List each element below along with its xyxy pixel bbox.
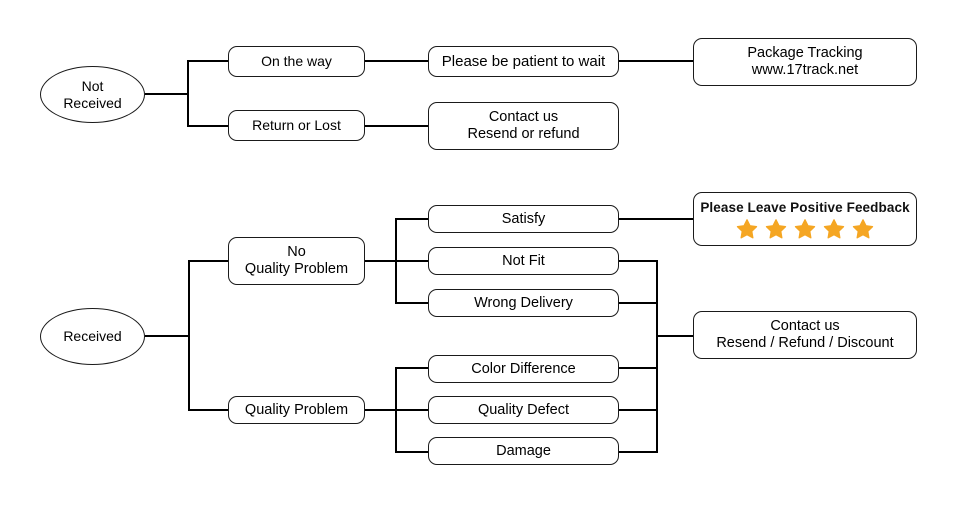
node-contact-resend-refund-label: Contact us Resend or refund [467, 109, 580, 142]
connector-color-difference-merge [619, 367, 658, 369]
connector-received-bracket [188, 261, 190, 410]
node-no-quality-problem[interactable]: No Quality Problem [228, 237, 365, 285]
connector-to-no-quality-problem [188, 260, 230, 262]
connector-to-quality-problem [188, 409, 230, 411]
star-icon[interactable] [794, 218, 816, 240]
connector-to-on-the-way [187, 60, 229, 62]
connector-to-quality-defect [395, 409, 429, 411]
node-not-fit[interactable]: Not Fit [428, 247, 619, 275]
connector-return-to-contact [365, 125, 428, 127]
node-not-fit-label: Not Fit [502, 252, 545, 269]
node-on-the-way[interactable]: On the way [228, 46, 365, 77]
node-please-be-patient-label: Please be patient to wait [441, 52, 606, 70]
connector-received-stem [145, 335, 189, 337]
connector-wait-to-tracking [619, 60, 693, 62]
node-please-be-patient[interactable]: Please be patient to wait [428, 46, 619, 77]
node-no-quality-problem-label: No Quality Problem [244, 244, 349, 277]
connector-not-fit-merge [619, 260, 658, 262]
connector-not-received-bracket [187, 61, 189, 127]
star-icon[interactable] [736, 218, 758, 240]
connector-to-return-or-lost [187, 125, 229, 127]
connector-quality-defect-merge [619, 409, 658, 411]
node-quality-problem[interactable]: Quality Problem [228, 396, 365, 424]
node-color-difference-label: Color Difference [471, 360, 576, 377]
connector-to-color-difference [395, 367, 429, 369]
connector-on-the-way-to-wait [365, 60, 428, 62]
star-icon[interactable] [765, 218, 787, 240]
connector-qp-stem [365, 409, 396, 411]
star-rating[interactable] [736, 218, 874, 240]
connector-to-satisfy [395, 218, 429, 220]
connector-nqp-stem [365, 260, 396, 262]
connector-issue-merge-bar [656, 260, 658, 453]
node-contact-resend-refund-discount[interactable]: Contact us Resend / Refund / Discount [693, 311, 917, 359]
node-on-the-way-label: On the way [261, 53, 332, 70]
node-received-label: Received [63, 328, 122, 345]
node-not-received-label: Not Received [63, 78, 122, 111]
node-quality-defect-label: Quality Defect [477, 401, 570, 418]
connector-to-not-fit [395, 260, 429, 262]
node-satisfy[interactable]: Satisfy [428, 205, 619, 233]
node-color-difference[interactable]: Color Difference [428, 355, 619, 383]
connector-damage-merge [619, 451, 658, 453]
node-damage[interactable]: Damage [428, 437, 619, 465]
star-icon[interactable] [823, 218, 845, 240]
positive-feedback-label: Please Leave Positive Feedback [700, 200, 910, 216]
star-icon[interactable] [852, 218, 874, 240]
connector-not-received-stem [145, 93, 188, 95]
node-contact-resend-refund-discount-label: Contact us Resend / Refund / Discount [716, 318, 894, 351]
node-package-tracking[interactable]: Package Tracking www.17track.net [693, 38, 917, 86]
node-received[interactable]: Received [40, 308, 145, 365]
node-quality-defect[interactable]: Quality Defect [428, 396, 619, 424]
node-damage-label: Damage [496, 442, 551, 459]
node-satisfy-label: Satisfy [501, 210, 546, 227]
node-package-tracking-label: Package Tracking www.17track.net [747, 45, 863, 78]
connector-wrong-delivery-merge [619, 302, 658, 304]
node-contact-resend-refund[interactable]: Contact us Resend or refund [428, 102, 619, 150]
node-wrong-delivery-label: Wrong Delivery [474, 294, 573, 311]
connector-to-wrong-delivery [395, 302, 429, 304]
node-return-or-lost[interactable]: Return or Lost [228, 110, 365, 141]
connector-merge-to-contact [656, 335, 694, 337]
node-wrong-delivery[interactable]: Wrong Delivery [428, 289, 619, 317]
node-not-received[interactable]: Not Received [40, 66, 145, 123]
node-quality-problem-label: Quality Problem [244, 401, 349, 418]
connector-to-damage [395, 451, 429, 453]
node-return-or-lost-label: Return or Lost [252, 117, 341, 134]
node-positive-feedback[interactable]: Please Leave Positive Feedback [693, 192, 917, 246]
connector-satisfy-to-feedback [619, 218, 693, 220]
